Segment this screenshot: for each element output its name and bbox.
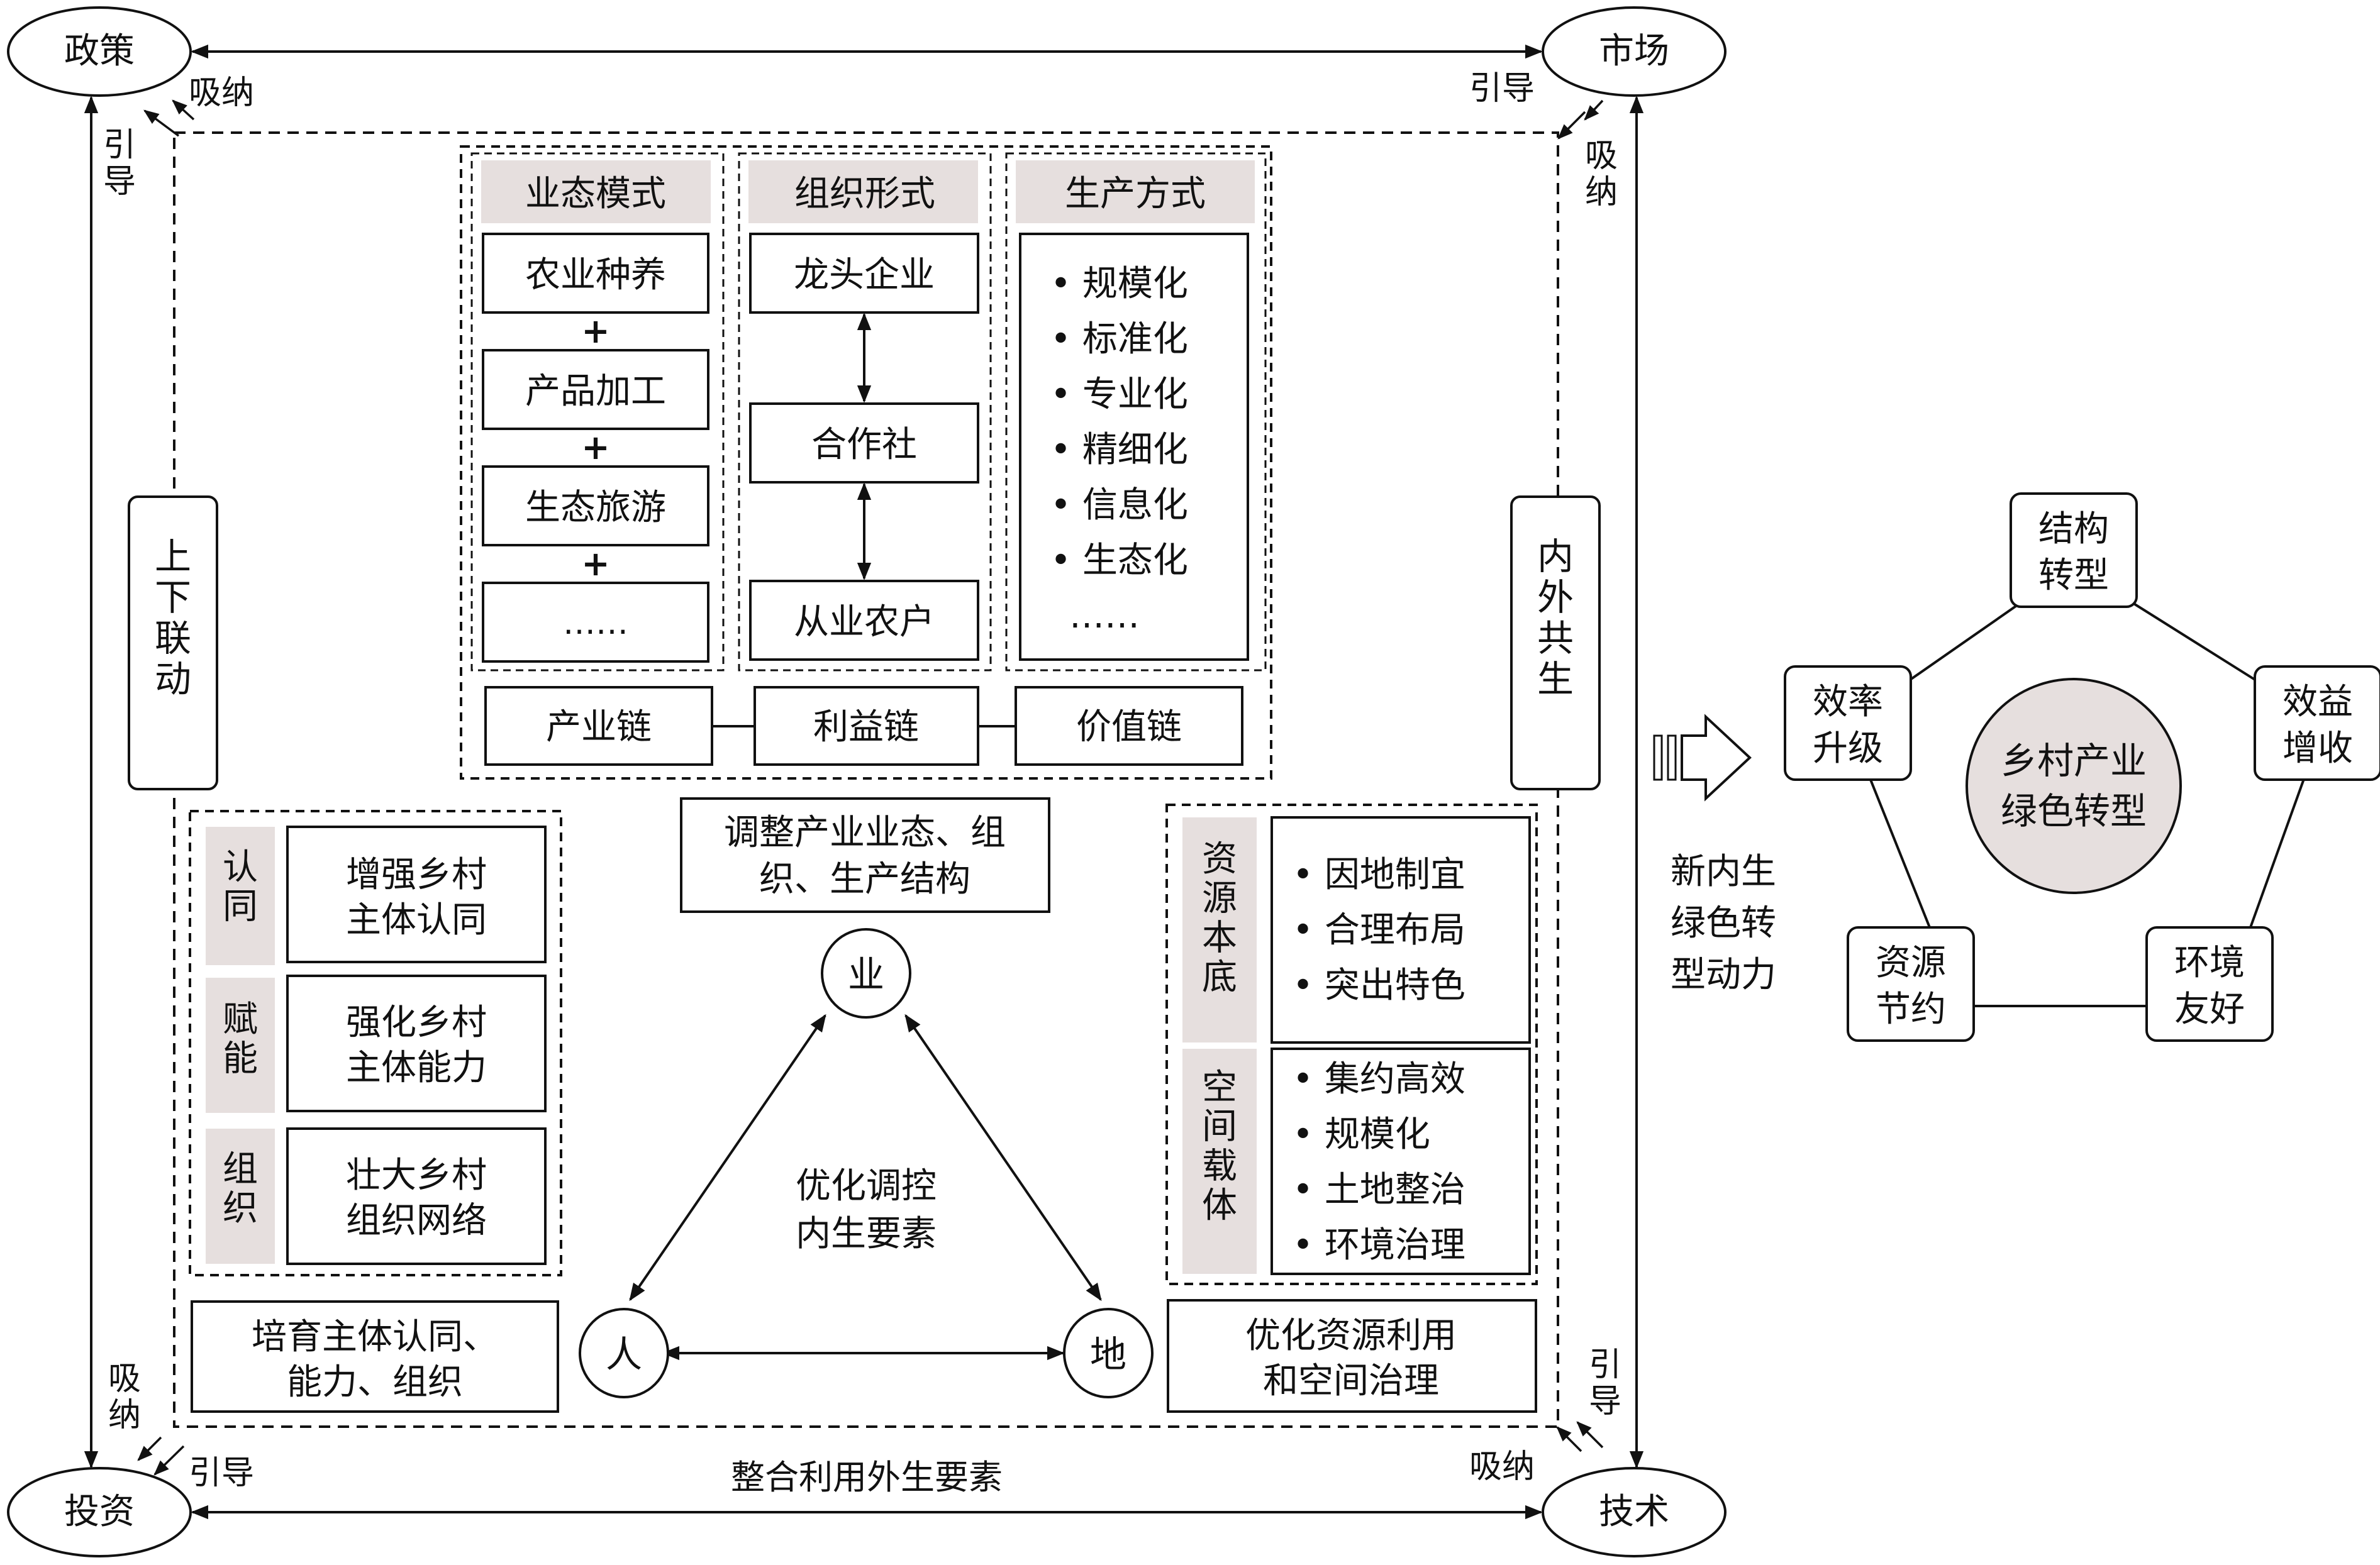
label-policy-absorb: 吸纳 — [189, 74, 254, 112]
space-item-3: • 土地整治 — [1293, 1170, 1465, 1210]
space-item-2: • 规模化 — [1293, 1114, 1430, 1155]
label-technology-absorb: 吸纳 — [1469, 1448, 1535, 1486]
chain-industry: 产业链 — [546, 707, 652, 748]
corner-investment: 投资 — [7, 1467, 192, 1557]
production-item-7: …… — [1069, 595, 1140, 636]
land-panel: 资源本底 • 因地制宜 • 合理布局 • 突出特色 空间载体 • 集约高效 • 规模化… — [1165, 804, 1538, 1413]
optimize-endogenous-text: 优化调控内生要素 — [796, 1166, 937, 1254]
organization-item-3: 从业农户 — [794, 602, 935, 643]
subject-text-3: 壮大乡村组织网络 — [346, 1155, 487, 1241]
corner-market: 市场 — [1542, 6, 1727, 97]
space-list: • 集约高效 • 规模化 • 土地整治 • 环境治理 — [1293, 1059, 1465, 1266]
corner-technology-label: 技术 — [1599, 1491, 1669, 1532]
side-box-right: 内外共生 — [1510, 495, 1601, 790]
production-header: 生产方式 — [1065, 174, 1206, 214]
subject-text-2: 强化乡村主体能力 — [346, 1002, 487, 1088]
investment-guide-arrow — [153, 1445, 185, 1476]
label-market-absorb-vertical: 吸纳 — [1585, 137, 1618, 211]
production-item-1: • 规模化 — [1050, 263, 1188, 304]
organization-item-2: 合作社 — [811, 424, 917, 465]
arrow-industry-people — [629, 1014, 826, 1302]
production-list: • 规模化 • 标准化 • 专业化 • 精细化 • 信息化 • 生态化 …… — [1050, 263, 1188, 636]
resource-list: • 因地制宜 • 合理布局 • 突出特色 — [1293, 854, 1465, 1006]
label-integrate-external: 整合利用外生要素 — [731, 1457, 1003, 1497]
node-people: 人 — [606, 1333, 642, 1376]
outcome-node-efficiency: 效率升级 — [1813, 682, 1883, 769]
subject-panel: 认同 增强乡村主体认同 赋能 强化乡村主体能力 组织 壮大乡村组织网络 培育主体… — [189, 810, 562, 1413]
production-item-3: • 专业化 — [1050, 374, 1188, 415]
corner-investment-label: 投资 — [64, 1491, 135, 1532]
chain-value: 价值链 — [1076, 707, 1182, 748]
block-arrow — [1653, 714, 1752, 802]
label-technology-guide-vertical: 引导 — [1589, 1346, 1621, 1420]
side-box-left-text: 上下联动 — [155, 535, 191, 700]
format-plus-1: + — [581, 311, 609, 351]
label-investment-guide: 引导 — [189, 1454, 254, 1492]
policy-guide-arrow — [172, 99, 195, 121]
production-item-5: • 信息化 — [1050, 485, 1188, 526]
arrow-industry-land — [904, 1014, 1102, 1302]
space-item-4: • 环境治理 — [1293, 1225, 1465, 1266]
space-item-1: • 集约高效 — [1293, 1059, 1465, 1100]
format-plus-3: + — [581, 544, 609, 583]
technology-absorb-arrow — [1556, 1426, 1582, 1452]
label-investment-absorb-vertical: 吸纳 — [108, 1360, 141, 1434]
resource-item-3: • 突出特色 — [1293, 965, 1465, 1006]
subject-text-1: 增强乡村主体认同 — [346, 854, 487, 941]
format-plus-2: + — [581, 428, 609, 467]
triangle-section: 调整产业业态、组织、生产结构 业 人 地 优化调控内生要素 — [579, 797, 1154, 1398]
organization-header: 组织形式 — [794, 174, 935, 214]
land-space-tag: 空间载体 — [1202, 1067, 1237, 1226]
policy-absorb-arrow — [143, 109, 180, 137]
industry-panel: 业态模式 农业种养 + 产品加工 + 生态旅游 + …… 组织形式 龙头企业 合… — [460, 145, 1272, 780]
format-header: 业态模式 — [525, 174, 666, 214]
technology-guide-arrow — [1576, 1421, 1604, 1449]
corner-technology: 技术 — [1542, 1467, 1727, 1557]
production-item-6: • 生态化 — [1050, 540, 1188, 581]
subject-summary: 培育主体认同、能力、组织 — [252, 1317, 498, 1403]
market-absorb-arrow — [1557, 111, 1586, 140]
resource-item-1: • 因地制宜 — [1293, 854, 1465, 895]
outcome-node-environment: 环境友好 — [2174, 943, 2245, 1030]
subject-tag-1: 认同 — [223, 847, 258, 927]
outcome-node-benefit: 效益增收 — [2283, 682, 2353, 769]
organization-item-1: 龙头企业 — [794, 255, 935, 296]
node-land: 地 — [1090, 1333, 1126, 1376]
land-resource-tag: 资源本底 — [1202, 839, 1237, 998]
resource-item-2: • 合理布局 — [1293, 910, 1465, 951]
subject-tag-3: 组织 — [223, 1149, 258, 1229]
outcome-center: 乡村产业绿色转型 — [2001, 739, 2147, 832]
land-summary: 优化资源利用和空间治理 — [1245, 1315, 1457, 1402]
format-item-2: 产品加工 — [525, 371, 666, 412]
investment-absorb-arrow — [137, 1436, 162, 1461]
side-box-left: 上下联动 — [128, 495, 218, 790]
outcome-node-structure: 结构转型 — [2038, 509, 2109, 596]
format-item-1: 农业种养 — [525, 255, 666, 296]
new-endogenous-power-text: 新内生绿色转型动力 — [1671, 851, 1776, 995]
corner-market-label: 市场 — [1599, 31, 1669, 72]
production-item-4: • 精细化 — [1050, 429, 1188, 470]
side-box-right-text: 内外共生 — [1537, 535, 1574, 700]
adjust-structure-text: 调整产业业态、组织、生产结构 — [724, 812, 1006, 900]
corner-policy: 政策 — [7, 6, 192, 97]
format-item-4: …… — [563, 604, 628, 642]
outcome-section: 新内生绿色转型动力 乡村产业绿色转型 结构转型 效益增收 环境友好 资源节约 效… — [1653, 492, 2380, 1042]
outcome-node-resource: 资源节约 — [1876, 943, 1946, 1030]
format-item-3: 生态旅游 — [525, 487, 666, 528]
label-policy-guide-vertical: 引导 — [103, 126, 136, 201]
subject-tag-2: 赋能 — [223, 999, 258, 1080]
label-market-guide: 引导 — [1469, 70, 1535, 108]
node-industry: 业 — [848, 953, 884, 996]
production-item-2: • 标准化 — [1050, 319, 1188, 360]
corner-policy-label: 政策 — [64, 31, 135, 72]
market-guide-arrow — [1584, 99, 1604, 121]
chain-benefit: 利益链 — [813, 707, 919, 748]
